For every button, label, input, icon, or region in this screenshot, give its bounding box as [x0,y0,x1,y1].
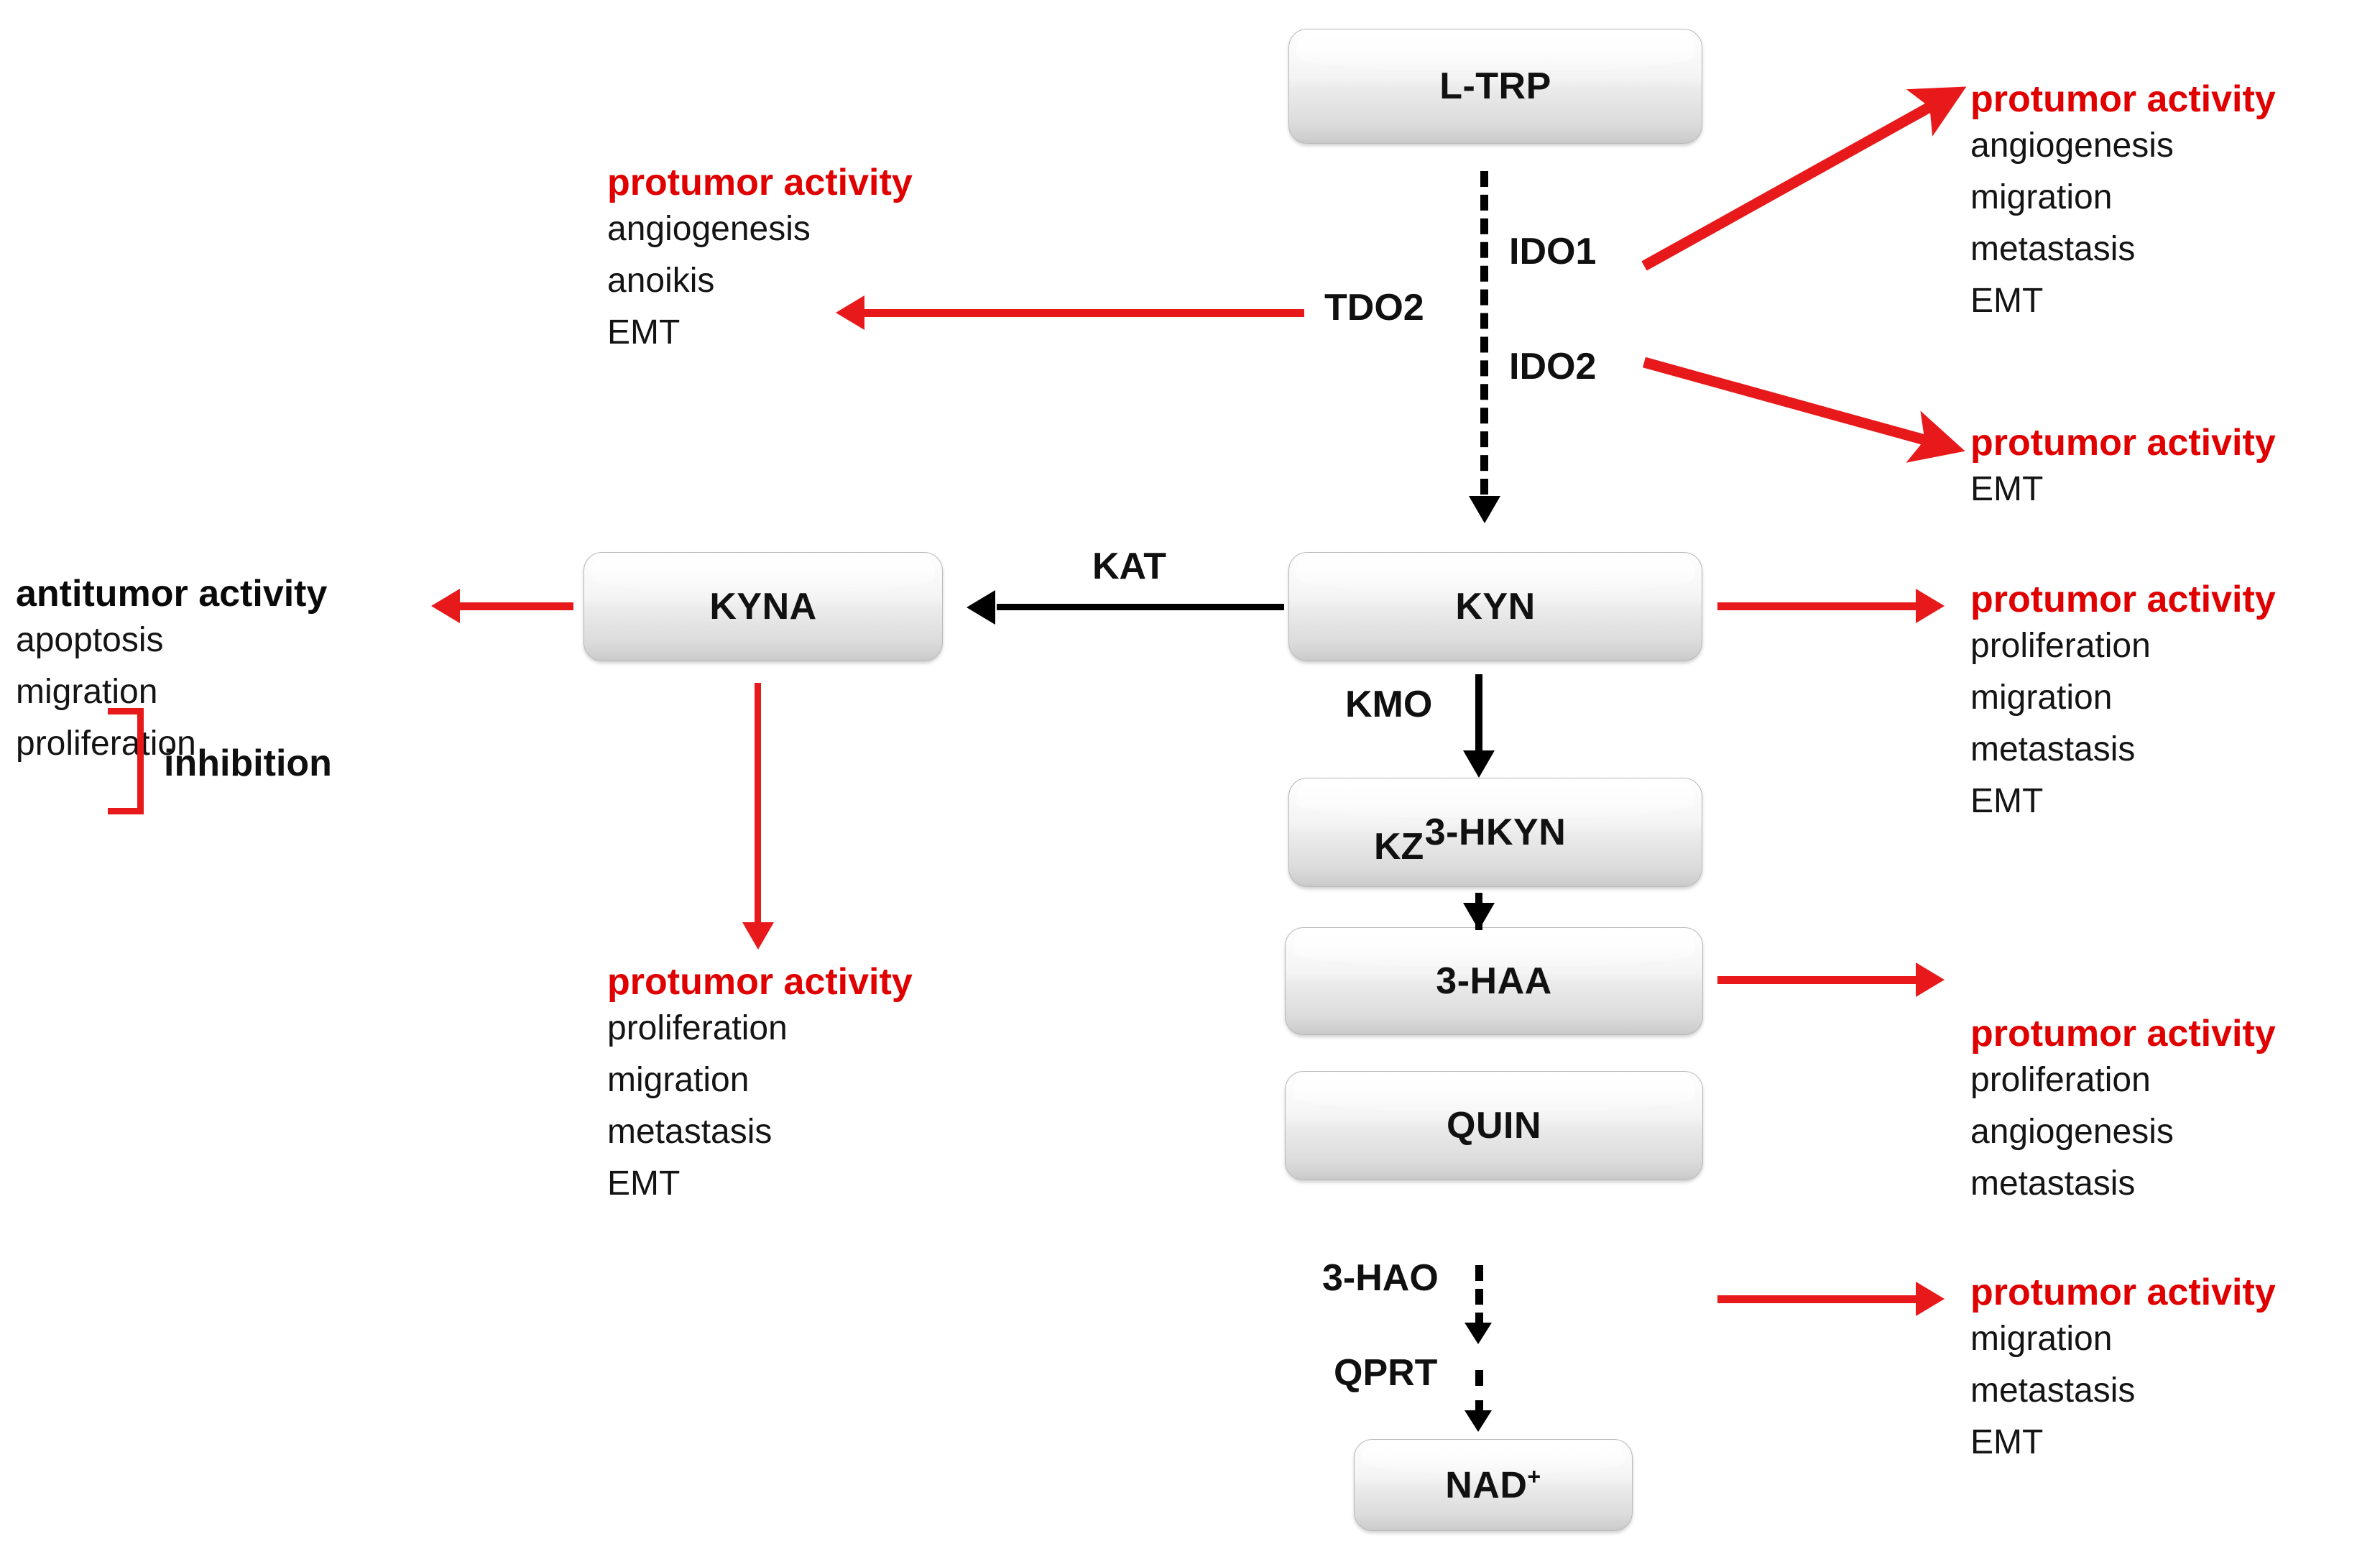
arrow-kyna-antitumor-head [431,589,460,623]
activity-kyn-item: EMT [1970,782,2044,821]
node-l-trp-label: L-TRP [1439,65,1551,107]
activity-ido2: protumor activity EMT [1970,422,2276,524]
activity-tdo2: protumor activity angiogenesis anoikis E… [607,162,913,367]
activity-ido1-item: angiogenesis [1970,127,2174,165]
activity-antitumor-item: apoptosis [16,621,164,660]
enzyme-label-3-hao: 3-HAO [1322,1257,1439,1299]
arrowhead-ltrp-kyn [1469,496,1500,523]
activity-3haa-item: metastasis [1970,1164,2136,1203]
activity-kyn-item: metastasis [1970,730,2136,769]
arrow-quin-protumor-body [1717,1295,1919,1303]
arrow-kyna-protumor-head [742,922,774,950]
arrow-kat-body [997,604,1284,610]
node-nad-text: NAD [1445,1464,1528,1507]
activity-ido2-heading: protumor activity [1970,422,2276,464]
activity-3haa-heading: protumor activity [1970,1013,2276,1054]
node-kyna[interactable]: KYNA [584,552,943,661]
arrow-kz-head [1463,903,1495,930]
node-quin[interactable]: QUIN [1285,1071,1703,1180]
activity-quin-item: migration [1970,1320,2113,1359]
activity-kyna-protumor-item: metastasis [607,1113,772,1152]
enzyme-label-kmo: KMO [1345,684,1433,725]
enzyme-label-ido1: IDO1 [1509,231,1597,272]
arrow-tdo2-head [836,295,864,330]
activity-kyna-protumor: protumor activity proliferation migratio… [607,961,913,1218]
activity-tdo2-item: angiogenesis [607,210,811,249]
arrow-quin-protumor-head [1916,1282,1945,1316]
node-3-haa[interactable]: 3-HAA [1285,927,1703,1035]
activity-kyn-heading: protumor activity [1970,579,2276,620]
arrow-kat-head [967,590,995,625]
activity-kyna-protumor-item: migration [607,1061,749,1100]
activity-ido1-item: metastasis [1970,230,2136,269]
activity-quin-heading: protumor activity [1970,1272,2276,1313]
arrow-qprt-head [1465,1410,1492,1432]
inhibition-label: inhibition [164,743,332,784]
activity-kyna-protumor-item: proliferation [607,1009,788,1048]
arrow-3haa-protumor-head [1916,962,1945,997]
enzyme-label-tdo2: TDO2 [1324,287,1424,328]
activity-kyn: protumor activity proliferation migratio… [1970,579,2276,836]
arrow-tdo2-body [864,309,1304,317]
arrow-kyn-protumor-body [1717,602,1919,610]
activity-ido1-item: migration [1970,178,2113,217]
activity-3haa-item: angiogenesis [1970,1113,2174,1152]
node-nad-superscript: + [1527,1463,1541,1489]
node-nad-plus-label: NAD+ [1445,1463,1541,1507]
dashed-connector-ltrp-kyn [1480,171,1488,495]
node-kyna-label: KYNA [709,586,817,628]
activity-3haa-item: proliferation [1970,1061,2151,1100]
enzyme-label-kz: KZ [1374,826,1424,868]
enzyme-label-ido2: IDO2 [1509,346,1597,387]
activity-antitumor-item: proliferation [16,725,196,763]
node-kyn[interactable]: KYN [1288,552,1702,661]
arrow-kyna-protumor-body [755,683,761,924]
activity-quin: protumor activity migration metastasis E… [1970,1272,2276,1477]
arrow-kyn-protumor-head [1916,589,1945,623]
arrow-kmo-head [1463,750,1495,778]
node-l-trp[interactable]: L-TRP [1288,29,1702,144]
activity-kyn-item: proliferation [1970,627,2151,666]
arrow-3hao-head [1465,1323,1492,1344]
node-kyn-label: KYN [1455,586,1536,628]
activity-ido2-item: EMT [1970,470,2044,509]
activity-antitumor-heading: antitumor activity [16,573,328,615]
activity-tdo2-item: EMT [607,313,681,352]
dashed-connector-quin-nad [1475,1370,1483,1416]
activity-kyna-antitumor: antitumor activity apoptosis migration p… [16,573,328,778]
arrow-ido2-to-protumor [1642,357,1965,463]
activity-antitumor-item: migration [16,673,158,712]
activity-quin-item: EMT [1970,1423,2044,1462]
node-3-haa-label: 3-HAA [1436,960,1552,1002]
enzyme-label-qprt: QPRT [1334,1352,1438,1394]
enzyme-label-kat: KAT [1092,546,1167,587]
activity-quin-item: metastasis [1970,1371,2136,1410]
activity-tdo2-heading: protumor activity [607,162,913,203]
node-3-hkyn[interactable]: 3-HKYN [1288,778,1702,887]
arrow-kmo-body [1475,674,1482,755]
arrow-3haa-protumor-body [1717,976,1919,984]
activity-tdo2-item: anoikis [607,262,715,300]
arrow-kyna-antitumor-body [458,602,573,610]
dashed-connector-3haa-quin [1475,1265,1483,1328]
activity-ido1: protumor activity angiogenesis migration… [1970,78,2276,336]
activity-kyna-protumor-item: EMT [607,1164,681,1203]
node-quin-label: QUIN [1447,1105,1541,1146]
activity-kyn-item: migration [1970,679,2113,717]
activity-kyna-protumor-heading: protumor activity [607,961,913,1003]
inhibition-bracket [108,708,144,814]
activity-3haa: protumor activity proliferation angiogen… [1970,1013,2276,1218]
node-3-hkyn-label: 3-HKYN [1424,812,1567,853]
activity-ido1-item: EMT [1970,282,2044,321]
node-nad-plus[interactable]: NAD+ [1354,1439,1633,1531]
activity-ido1-heading: protumor activity [1970,78,2276,120]
